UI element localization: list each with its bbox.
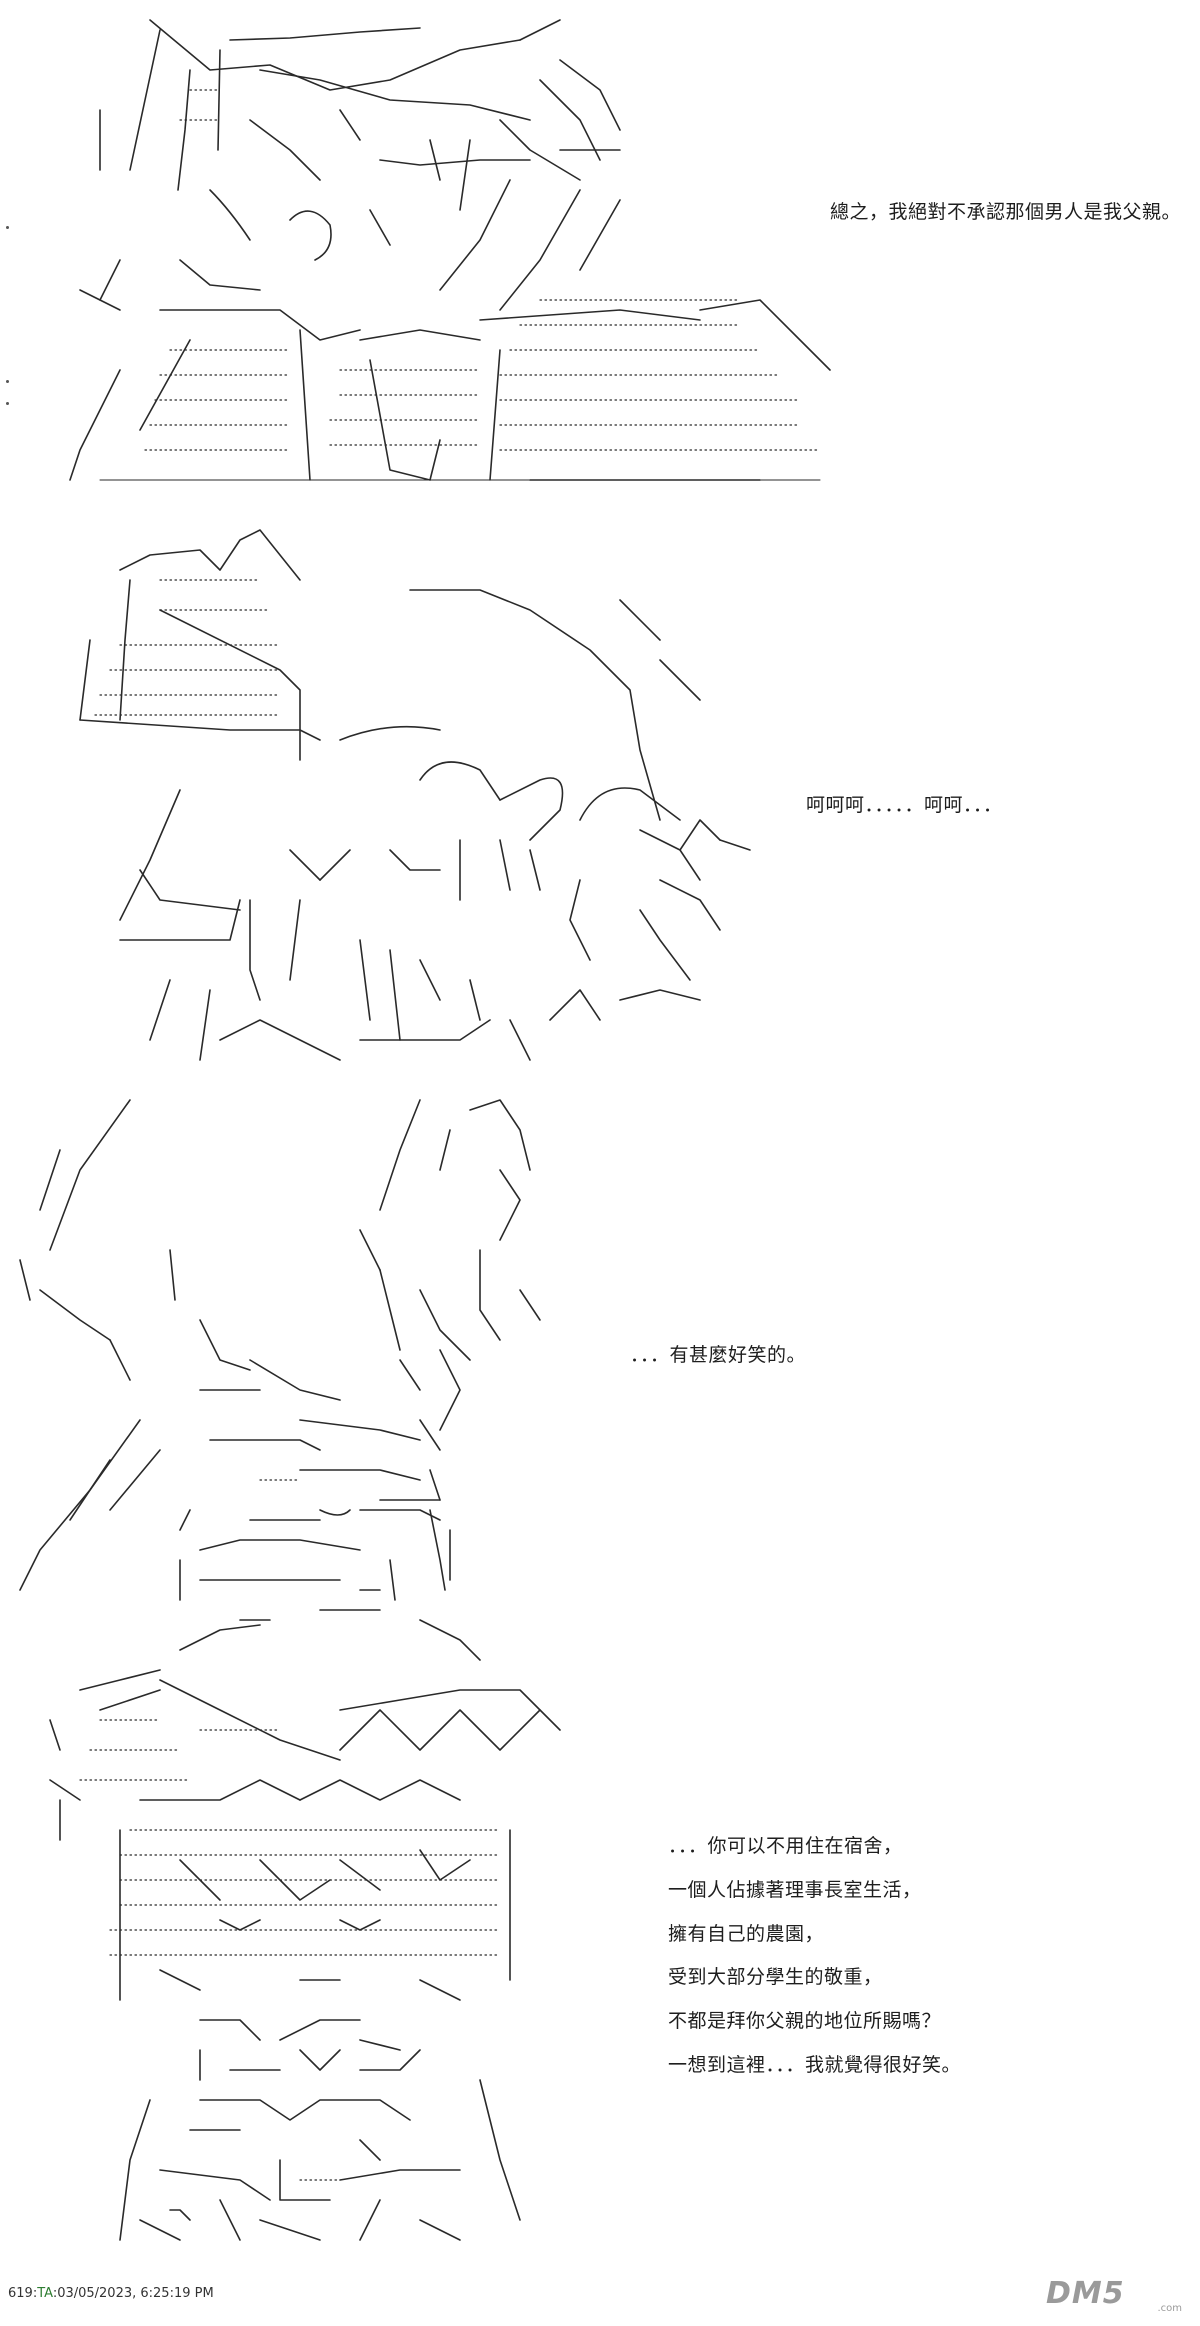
dialogue-line: 受到大部分學生的敬重，: [668, 1966, 883, 1988]
stray-dot: [6, 226, 9, 229]
panel-2: 呵呵呵．．．．．呵呵．．．: [0, 500, 1200, 1080]
panel-3: ．．．有甚麼好笑的。: [0, 1080, 1200, 1601]
post-time: :03/05/2023, 6:25:19 PM: [52, 2286, 214, 2301]
logo-text: DM5: [1046, 2276, 1125, 2311]
ascii-art-figure-3: [0, 1090, 600, 1601]
ascii-art-figure-1: [60, 10, 840, 490]
panel-1: 總之，我絕對不承認那個男人是我父親。: [0, 0, 1200, 500]
site-logo: DM5 .com: [1046, 2274, 1186, 2314]
logo-subtext: .com: [1157, 2303, 1182, 2314]
dialogue-line: ．．．有甚麼好笑的。: [630, 1344, 807, 1366]
dialogue-line: 一想到這裡．．．我就覺得很好笑。: [668, 2054, 962, 2076]
ascii-art-figure-2: [60, 520, 760, 1061]
dialogue-line: 一個人佔據著理事長室生活，: [668, 1879, 922, 1901]
stray-dot: [6, 380, 9, 383]
post-tag: TA: [37, 2286, 53, 2301]
post-timestamp: 619:TA:03/05/2023, 6:25:19 PM: [8, 2286, 214, 2301]
ascii-art-figure-4: [40, 1600, 580, 2260]
dialogue-line: 不都是拜你父親的地位所賜嗎？: [668, 2010, 942, 2032]
dialogue-line: ．．．你可以不用住在宿舍，: [668, 1835, 903, 1857]
dialogue-line: 呵呵呵．．．．．呵呵．．．: [806, 794, 1003, 816]
dialogue-line: 總之，我絕對不承認那個男人是我父親。: [830, 201, 1182, 223]
panel-4: ．．．你可以不用住在宿舍， 一個人佔據著理事長室生活， 擁有自己的農園， 受到大…: [0, 1600, 1200, 2280]
stray-dot: [6, 402, 9, 405]
dialogue-line: 擁有自己的農園，: [668, 1923, 825, 1945]
post-number: 619:: [8, 2286, 38, 2301]
